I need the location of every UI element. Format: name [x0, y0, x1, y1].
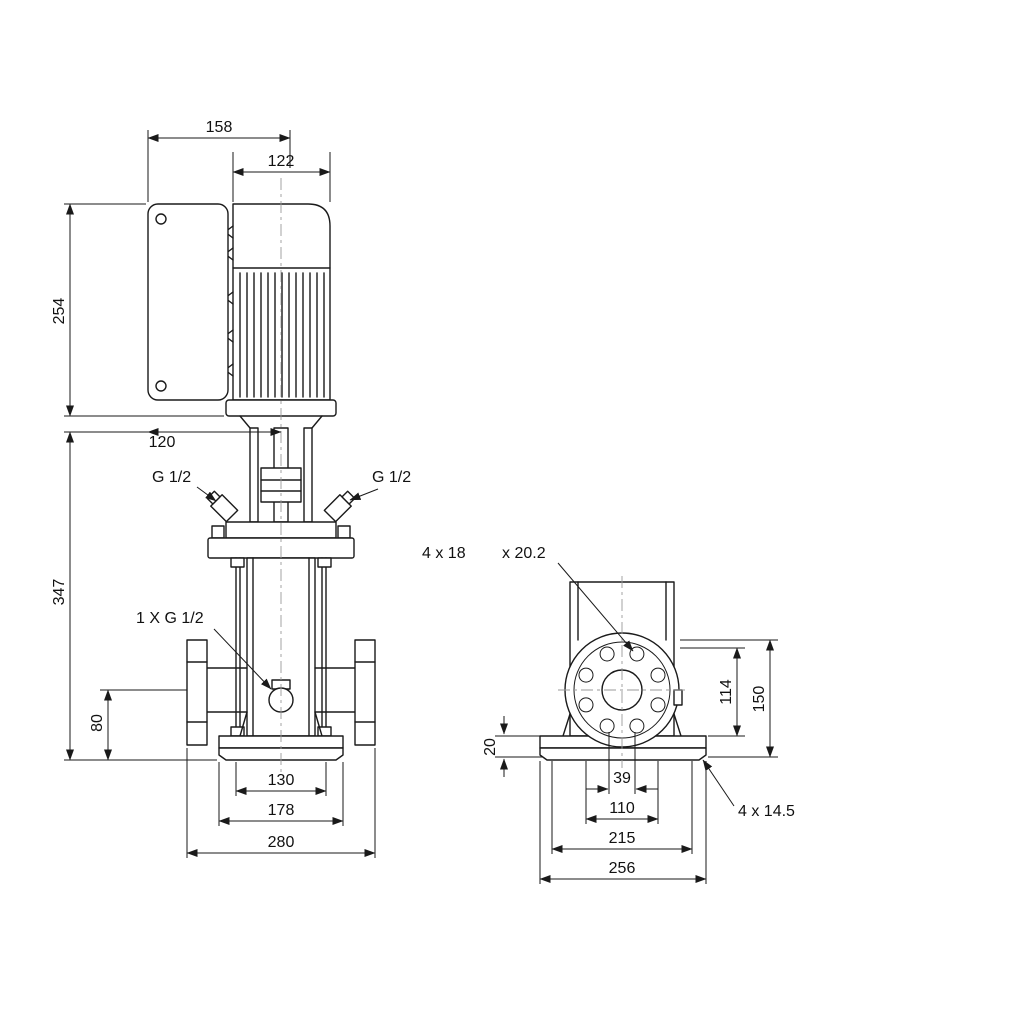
discharge-flange-right [314, 639, 376, 746]
label-drain: 1 X G 1/2 [136, 610, 272, 690]
dim-20-label: 20 [482, 738, 499, 756]
dim-215: 215 [551, 761, 693, 854]
motor-fins [239, 272, 325, 398]
label-port-right: G 1/2 [349, 469, 411, 501]
dim-280: 280 [186, 748, 376, 858]
screw-icon [155, 213, 167, 225]
end-view: 4 x 18 x 20.2 20 114 150 [422, 545, 795, 884]
label-port-left: G 1/2 [152, 469, 217, 502]
dim-254: 254 [51, 203, 224, 417]
dim-280-label: 280 [268, 834, 295, 851]
dim-256-label: 256 [609, 860, 636, 877]
dimensions-side: 158 122 254 120 34 [51, 119, 411, 858]
dim-114: 114 [680, 647, 745, 737]
dim-150: 150 [680, 639, 778, 758]
dim-120-label: 120 [149, 434, 176, 451]
dim-150-label: 150 [751, 686, 768, 713]
stay-bolts [230, 557, 332, 737]
side-view: 158 122 254 120 34 [51, 119, 411, 858]
dim-158-label: 158 [206, 119, 233, 136]
dim-120: 120 [64, 428, 282, 451]
dimensions-end: 4 x 18 x 20.2 20 114 150 [422, 545, 795, 884]
flange-holes-label-a: 4 x 18 [422, 545, 466, 562]
dim-80: 80 [89, 689, 187, 761]
suction-flange-left [186, 639, 248, 746]
drain-label: 1 X G 1/2 [136, 610, 204, 627]
flange-holes-label-b: x 20.2 [502, 545, 546, 562]
dim-80-label: 80 [89, 714, 106, 732]
motor-body [223, 203, 331, 401]
dim-114-label: 114 [718, 679, 735, 705]
dim-39-label: 39 [613, 770, 631, 787]
dim-20: 20 [482, 716, 542, 777]
control-box [147, 203, 229, 401]
screw-icon [155, 380, 167, 392]
dim-158: 158 [147, 119, 291, 202]
port-plug-left [206, 490, 239, 523]
dim-110-label: 110 [609, 800, 635, 817]
side-tap [673, 689, 683, 706]
dim-122-label: 122 [268, 153, 295, 170]
flange-bolt-holes [578, 646, 666, 734]
label-base-holes: 4 x 14.5 [702, 759, 795, 820]
dim-130: 130 [235, 762, 327, 796]
dim-178-label: 178 [268, 802, 295, 819]
dim-256: 256 [539, 761, 707, 884]
port-right-label: G 1/2 [372, 469, 411, 486]
port-plug-right [323, 490, 356, 523]
port-left-label: G 1/2 [152, 469, 191, 486]
dim-215-label: 215 [609, 830, 636, 847]
dim-347: 347 [51, 431, 217, 761]
dim-254-label: 254 [51, 298, 68, 325]
dim-130-label: 130 [268, 772, 295, 789]
dim-347-label: 347 [51, 579, 68, 606]
dim-178: 178 [218, 762, 344, 826]
dim-39: 39 [586, 732, 658, 794]
dim-110: 110 [585, 761, 659, 824]
label-flange-holes: 4 x 18 x 20.2 [422, 545, 634, 652]
base-holes-label: 4 x 14.5 [738, 803, 795, 820]
dim-122: 122 [232, 152, 331, 202]
